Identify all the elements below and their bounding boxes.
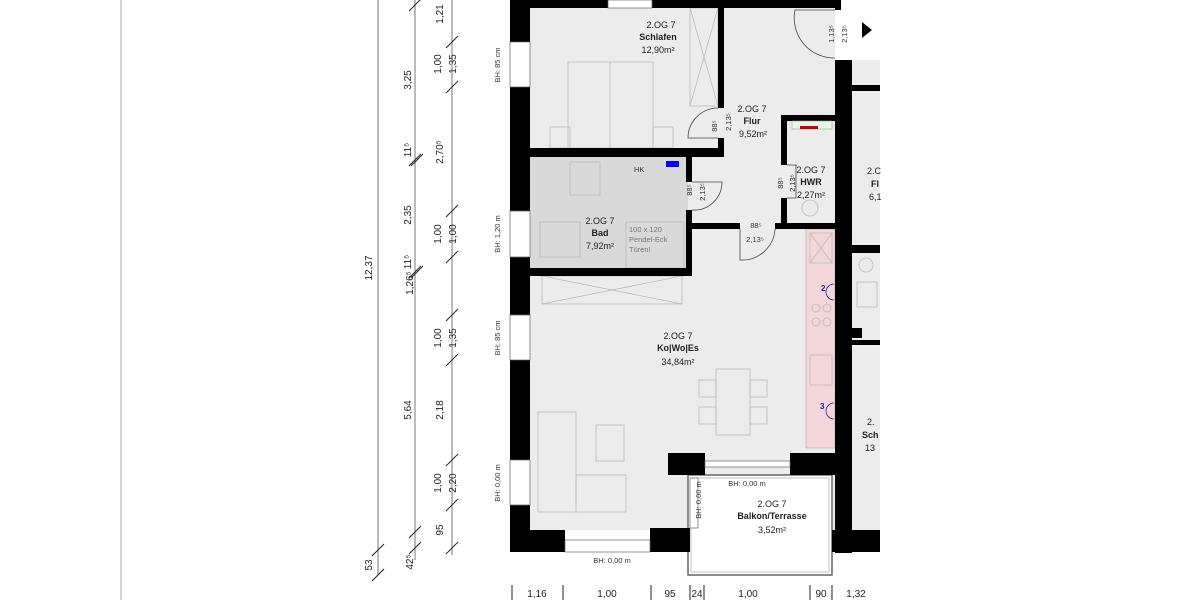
room-area: 13: [865, 443, 875, 453]
room-balkon[interactable]: 2.OG 7 Balkon/Terrasse 3,52m²: [737, 499, 806, 535]
room-name: Sch: [862, 430, 879, 440]
bath-floor: [530, 157, 688, 270]
door-width: 1,13⁵: [827, 25, 836, 43]
dim-inner: 1,00: [433, 54, 444, 74]
dim-middle: 2,35: [403, 205, 414, 225]
room-area: 3,52m²: [758, 525, 786, 535]
room-level: 2.OG 7: [646, 20, 675, 30]
dim-inner: 1,21: [435, 4, 446, 24]
room-area: 12,90m²: [641, 45, 674, 55]
dim-bottom: 1,00: [597, 589, 617, 600]
room-schlafen[interactable]: 2.OG 7 Schlafen 12,90m²: [639, 20, 677, 55]
room-area: 9,52m²: [739, 129, 767, 139]
dim-bottom: 1,16: [527, 589, 547, 600]
heater-label: HK: [634, 165, 644, 174]
dim-middle: 3,25: [403, 70, 414, 90]
dim-inner: 1,00: [433, 224, 444, 244]
room-name: Flur: [744, 116, 761, 126]
bath-note: 100 x 120 Pendel-Eck Türen!: [629, 225, 668, 254]
dim-inner: 2,18: [435, 400, 446, 420]
door-width: 88⁵: [776, 177, 785, 188]
room-area: 7,92m²: [586, 241, 614, 251]
dim-overall: 12,37: [364, 255, 375, 280]
neighbor-floor: [852, 60, 880, 530]
dim-inner: 2,70⁵: [435, 140, 446, 164]
window-label: BH: 0,00 m: [593, 556, 631, 565]
dim-inner: 1,35: [448, 54, 459, 74]
dim-bottom: 95: [664, 589, 676, 600]
dim-inner: 1,00: [433, 328, 444, 348]
room-name: Bad: [591, 228, 608, 238]
door-height: 2,13⁵: [788, 174, 797, 192]
heater-valve-icon: [666, 161, 679, 167]
note-line: 100 x 120: [629, 225, 662, 234]
room-kowoes[interactable]: 2.OG 7 Ko|Wo|Es 34,84m²: [657, 331, 699, 367]
room-neighbor-bottom[interactable]: 2. Sch 13: [862, 417, 879, 453]
dim-inner: 1,35: [448, 328, 459, 348]
window-label: BH: 0,00 m: [728, 479, 766, 488]
dim-middle: 5,64: [403, 400, 414, 420]
dimension-chains: 12,37 53 3,25 11⁵ 2,35 11⁵ 1,26⁵ 5,64 42…: [364, 0, 866, 600]
room-level: 2.: [867, 417, 875, 427]
door-height: 2,13⁵: [724, 113, 733, 131]
window-label: BH: 1,20 m: [493, 215, 502, 253]
dim-inner: 1,00: [448, 224, 459, 244]
room-level: 2.OG 7: [663, 331, 692, 341]
window-label: BH: 85 cm: [493, 47, 502, 82]
hwr-distributor-icon: [800, 126, 818, 129]
dim-inner: 1,00: [433, 473, 444, 493]
balcony-floor: [687, 474, 833, 576]
note-line: Türen!: [629, 245, 651, 254]
door-height: 2,13⁵: [698, 183, 707, 201]
dim-inner: 2,20: [448, 473, 459, 493]
clip-mask: [881, 0, 1200, 580]
kitchen-marker: 3: [820, 402, 825, 411]
room-level: 2.OG 7: [585, 216, 614, 226]
dim-bottom: 1,32: [846, 589, 866, 600]
room-area: 34,84m²: [661, 357, 694, 367]
room-neighbor-top[interactable]: 2.C Fl 6,1: [867, 166, 882, 202]
dim-middle: 11⁵: [403, 143, 414, 158]
kitchen-marker: 2: [821, 284, 826, 293]
room-level: 2.OG 7: [737, 104, 766, 114]
dim-middle: 42⁵: [405, 554, 416, 569]
window-label: BH: 0,00 m: [493, 464, 502, 502]
room-bad[interactable]: 2.OG 7 Bad 7,92m²: [585, 216, 614, 251]
room-name: Ko|Wo|Es: [657, 343, 699, 353]
room-area: 2,27m²: [797, 190, 825, 200]
dim-middle: 1,26⁵: [405, 271, 416, 295]
door-height: 2,13⁵: [746, 235, 764, 244]
room-level: 2.C: [867, 166, 882, 176]
room-name: Balkon/Terrasse: [737, 511, 806, 521]
furniture: [537, 7, 878, 513]
room-hwr[interactable]: 2.OG 7 HWR 2,27m²: [796, 165, 825, 200]
dim-bottom: 24: [691, 589, 703, 600]
room-name: HWR: [800, 177, 822, 187]
door-swings: [687, 9, 836, 261]
room-name: Fl: [871, 179, 879, 189]
floors: [530, 8, 880, 576]
window-label: BH: 0,00 m: [694, 481, 703, 519]
dim-bottom: 1,00: [738, 589, 758, 600]
dim-offset: 53: [364, 559, 375, 571]
door-width: 88⁵: [685, 184, 694, 195]
door-height: 2,13⁵: [840, 25, 849, 43]
kitchen-connection-markers: [825, 283, 835, 420]
walls: [510, 0, 880, 553]
dim-bottom: 90: [815, 589, 827, 600]
dim-middle: 11⁵: [403, 255, 414, 270]
room-flur[interactable]: 2.OG 7 Flur 9,52m²: [737, 104, 767, 139]
door-width: 88⁵: [710, 120, 719, 131]
window-label: BH: 85 cm: [493, 320, 502, 355]
room-name: Schlafen: [639, 32, 677, 42]
door-width: 88⁵: [750, 221, 761, 230]
windows: [509, 0, 791, 553]
room-level: 2.OG 7: [757, 499, 786, 509]
room-area: 6,1: [869, 192, 882, 202]
entry-arrow-icon: [862, 22, 872, 38]
room-level: 2.OG 7: [796, 165, 825, 175]
note-line: Pendel-Eck: [629, 235, 668, 244]
dim-inner: 95: [435, 524, 446, 536]
